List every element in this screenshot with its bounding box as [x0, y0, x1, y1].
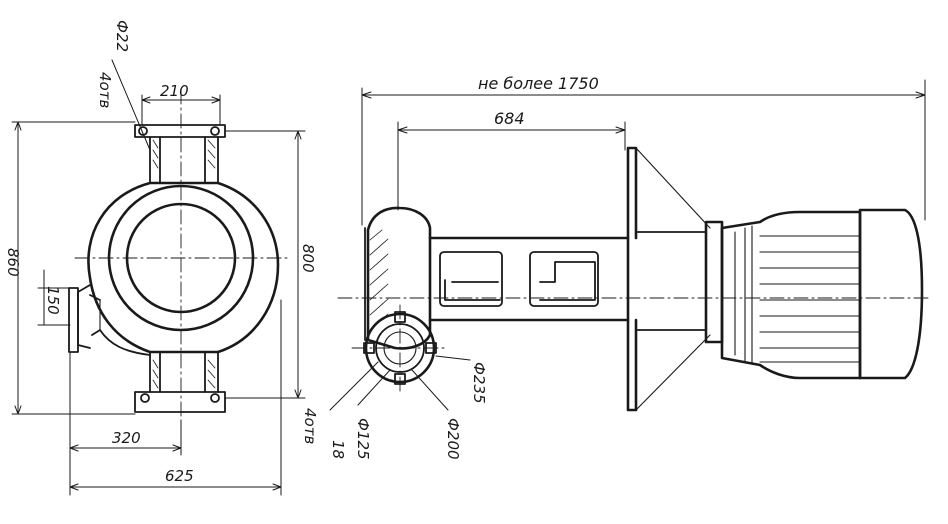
base-bolt-hole — [140, 393, 150, 403]
inlet-d200-label: Ф200 — [444, 418, 462, 460]
base-bolt-hole — [210, 393, 220, 403]
dim-320-label: 320 — [112, 429, 141, 447]
dim-860-arrows — [14, 121, 22, 415]
inspection-window-right — [529, 251, 599, 307]
motor-coupling-flange — [704, 220, 724, 344]
dim-860-label: 860 — [4, 248, 22, 277]
motor-shoulder-lines — [734, 225, 753, 365]
motor-cooling-fins — [759, 235, 861, 363]
mounting-plate — [626, 146, 638, 412]
left-view-dimensions: 210 320 625 — [11, 59, 306, 496]
volute-outer-contour — [87, 181, 280, 354]
inlet-holes-count-label: 4отв — [301, 408, 319, 444]
pump-end-view — [68, 89, 291, 451]
flange-holes-leader — [111, 59, 151, 151]
dim-150-label: 150 — [44, 286, 62, 315]
dim-684-arrows — [397, 126, 626, 134]
flange-holes-diameter-label: Ф22 — [113, 20, 131, 52]
side-outlet-flange — [68, 287, 79, 353]
inspection-window-left — [439, 251, 503, 307]
inlet-d125-label: Ф125 — [354, 418, 372, 460]
suction-inlet-flange — [329, 304, 471, 411]
inlet-d235-leader — [435, 355, 471, 361]
dim-800-label: 800 — [299, 244, 317, 273]
mounting-plate-taper — [635, 147, 711, 411]
side-view-dimensions: не более 1750 684 — [361, 74, 926, 226]
inlet-holes-diameter-label: 18 — [329, 440, 347, 459]
dim-684-label: 684 — [494, 109, 525, 128]
top-neck-hatching — [152, 139, 216, 169]
motor-body — [720, 210, 862, 380]
inlet-holes-leader — [329, 361, 379, 411]
dim-210-label: 210 — [160, 82, 189, 100]
side-outlet-pipe — [77, 284, 101, 349]
dim-320-arrows — [69, 444, 182, 452]
flange-bolt-hole — [210, 126, 220, 136]
inlet-d235-label: Ф235 — [470, 362, 488, 404]
dim-1750-arrows — [361, 91, 926, 99]
inlet-d125-leader — [357, 369, 391, 406]
dim-625-arrows — [69, 483, 282, 491]
window-right-detail — [539, 261, 596, 301]
flange-bolt-hole — [138, 126, 148, 136]
inlet-d200-leader — [411, 369, 449, 411]
bottom-base-flange — [134, 391, 226, 413]
pump-head-hatching — [369, 229, 389, 331]
dim-1750-label: не более 1750 — [478, 74, 599, 93]
dim-625-label: 625 — [165, 467, 194, 485]
dim-210-arrows — [141, 96, 221, 104]
window-left-detail — [444, 279, 501, 301]
outlet-volute-join — [99, 329, 151, 356]
dim-800-arrows — [294, 130, 302, 399]
flange-holes-count-label: 4отв — [96, 72, 114, 108]
bottom-leg-hatching — [152, 359, 216, 389]
motor-fan-cover — [858, 208, 924, 380]
